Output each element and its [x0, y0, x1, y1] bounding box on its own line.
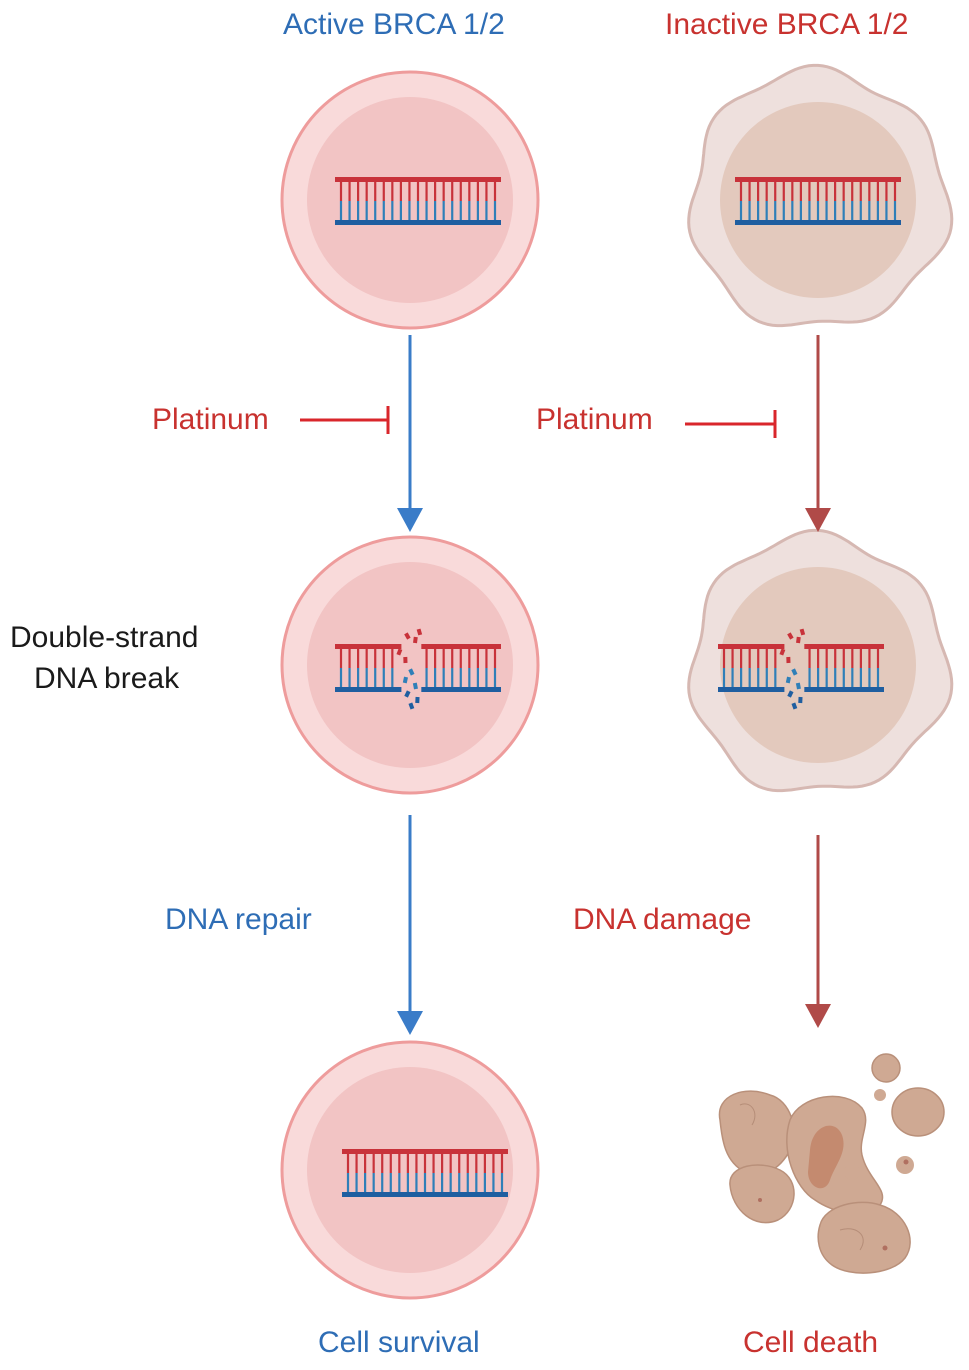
dna-intact-icon [335, 177, 501, 225]
cell-death-label: Cell death [743, 1326, 879, 1359]
platinum-inhibitor-right [685, 410, 777, 438]
tumor-cell-top [687, 63, 954, 328]
arrow-break-to-survival [397, 815, 423, 1035]
dna-break-icon [718, 628, 884, 710]
active-brca-title: Active BRCA 1/2 [283, 8, 505, 41]
platinum-label-right: Platinum [536, 403, 653, 436]
dead-cell-debris-icon [718, 1053, 945, 1274]
healthy-cell-top [280, 70, 540, 330]
platinum-inhibitor-left [300, 406, 390, 434]
dna-damage-label: DNA damage [573, 903, 752, 936]
dsb-label-line1: Double-strand [10, 621, 199, 654]
dsb-label-line2: DNA break [34, 662, 180, 695]
arrow-active-to-break [397, 335, 423, 532]
dna-repaired-icon [342, 1149, 508, 1197]
dna-repair-label: DNA repair [165, 903, 312, 936]
arrow-break-to-death [805, 835, 831, 1028]
healthy-cell-bottom [280, 1040, 540, 1300]
tumor-cell-middle [687, 528, 954, 793]
arrow-inactive-to-break [805, 335, 831, 532]
dna-break-icon [335, 628, 501, 710]
platinum-label-left: Platinum [152, 403, 269, 436]
healthy-cell-middle [280, 535, 540, 795]
dna-intact-icon [735, 177, 901, 225]
inactive-brca-title: Inactive BRCA 1/2 [665, 8, 909, 41]
cell-survival-label: Cell survival [318, 1326, 480, 1359]
